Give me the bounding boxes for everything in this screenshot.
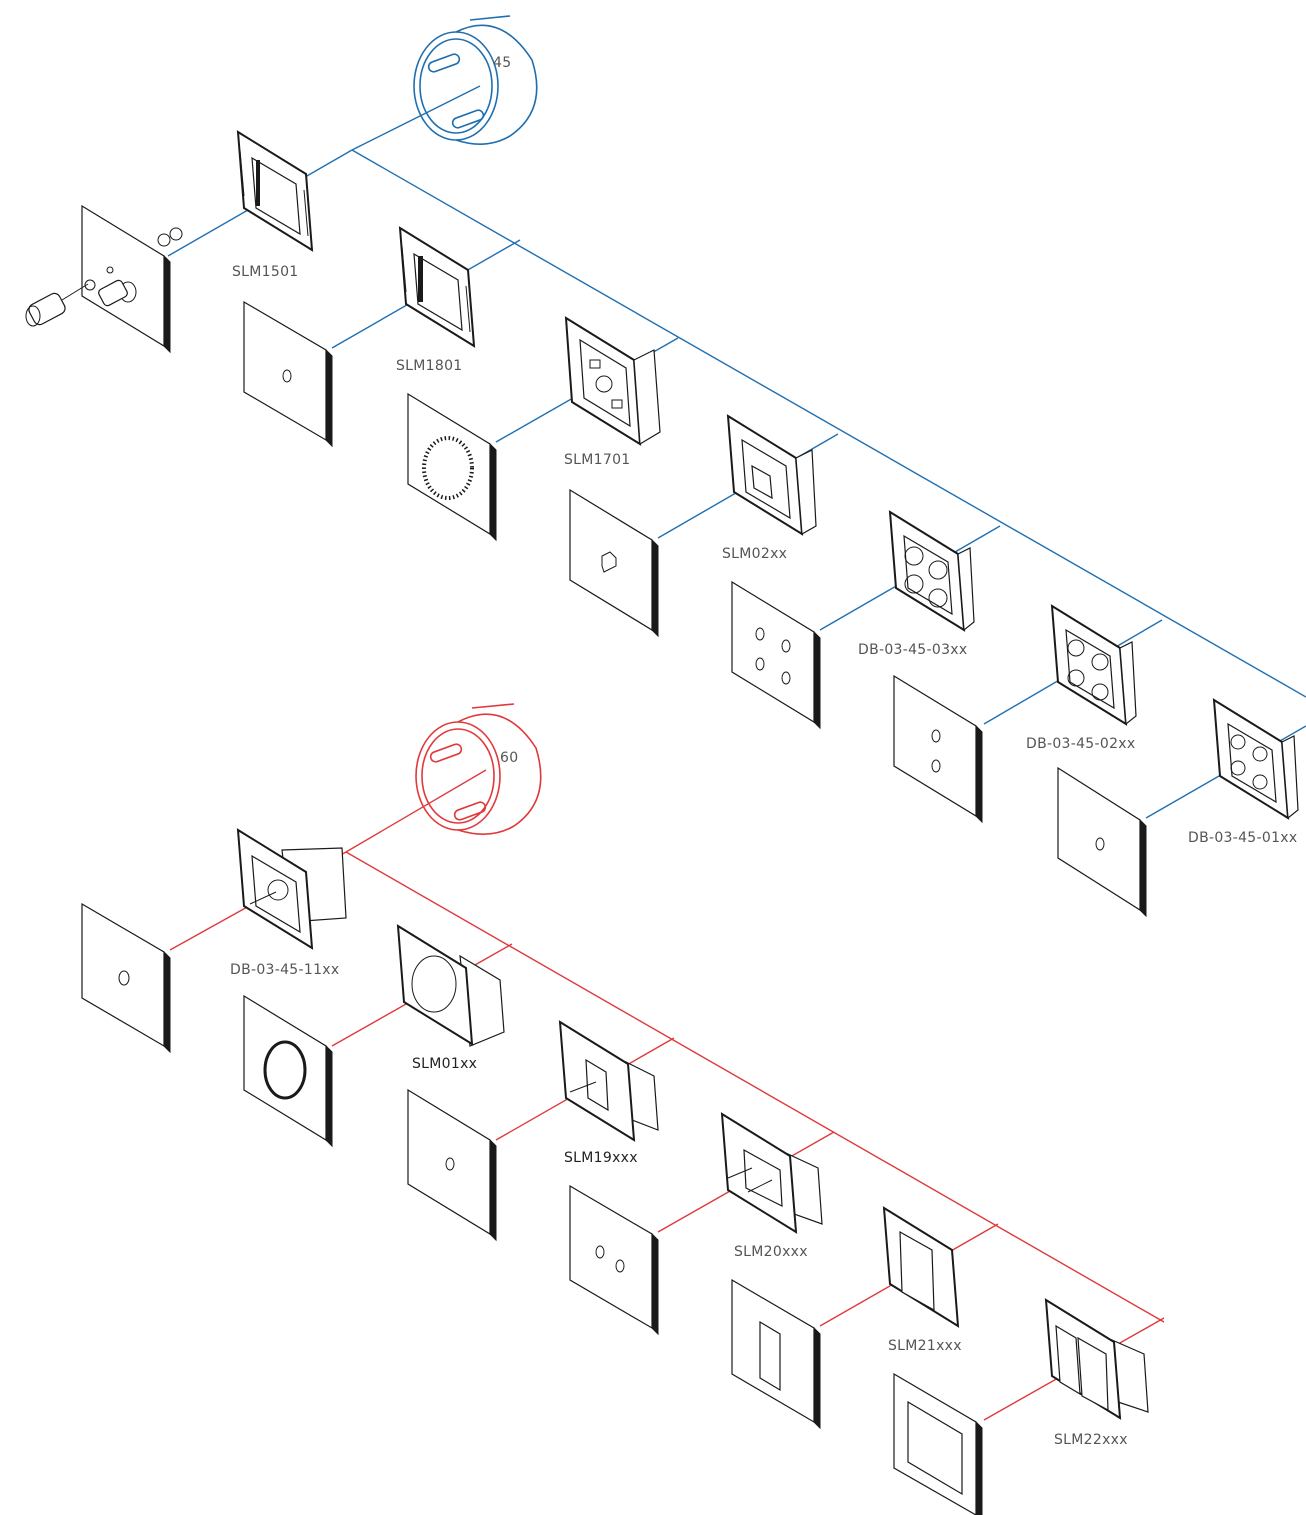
label-db034511: DB-03-45-11xx [230,962,339,978]
four-holes-icon [755,627,791,685]
label-slm1501: SLM1501 [232,264,299,280]
label-slm19xxx: SLM19xxx [564,1150,638,1166]
label-slm1801: SLM1801 [396,358,463,374]
cover-plate-two-holes-2 [569,1184,659,1336]
label-slm1701: SLM1701 [564,452,631,468]
cover-plate-rectangular-cutout [731,1278,821,1430]
square-cutout-icon [907,1400,963,1496]
cover-plate-speaker [25,204,183,354]
blue-trunk-line [351,149,1306,698]
cover-plate-two-holes [893,674,983,824]
cover-plate-square-cutout [893,1372,983,1515]
single-hole-icon [445,1157,455,1171]
blue-box-line [351,85,481,151]
two-holes-icon [595,1245,625,1273]
red-trunk-line [345,851,1165,1323]
installation-box-60 [415,703,542,835]
cover-plate-single-hole [243,300,333,448]
cover-plate-single-hole-3 [81,902,171,1054]
row-45-plates [25,204,1147,918]
single-hole-icon [118,970,130,986]
label-slm22xxx: SLM22xxx [1054,1432,1128,1448]
row-45-mechanisms [236,130,1299,820]
mechanism-module-slm01xx [396,924,505,1047]
mechanism-module-db034503 [888,510,975,632]
mechanism-module-slm20xxx [720,1112,823,1234]
row-60-labels: DB-03-45-11xx SLM01xx SLM19xxx SLM20xxx … [230,962,1128,1448]
cover-plate-network-jack [569,488,659,638]
red-box-line [345,769,487,853]
label-db034501: DB-03-45-01xx [1188,830,1297,846]
cover-plate-four-holes [731,580,821,730]
cover-plate-dotted-ring [407,392,497,542]
speaker-terminals-icon [25,227,183,327]
mechanism-frame-slm1801 [398,226,476,348]
cover-plate-single-hole-4 [407,1088,497,1242]
mechanism-module-db034502 [1050,604,1137,726]
dotted-ring-icon [422,436,474,500]
row-60-mechanisms [236,828,1149,1420]
mechanism-frame-slm1501 [236,130,314,252]
label-slm20xxx: SLM20xxx [734,1244,808,1260]
mechanism-module-db034511 [236,828,347,950]
label-db034502: DB-03-45-02xx [1026,736,1135,752]
box-60-label: 60 [500,750,518,766]
round-socket-icon [263,1040,307,1100]
box-45-label: 45 [493,55,511,71]
label-db034503: DB-03-45-03xx [858,642,967,658]
label-slm21xxx: SLM21xxx [888,1338,962,1354]
cover-plate-single-hole-2 [1057,766,1147,918]
two-holes-icon [931,729,941,773]
row-45-labels: SLM1501 SLM1801 SLM1701 SLM02xx DB-03-45… [232,264,1297,846]
mechanism-module-slm22xxx [1044,1298,1149,1420]
mechanism-module-slm1701 [564,316,661,446]
mechanism-module-slm21xxx [882,1206,960,1328]
network-jack-icon [601,551,617,573]
mechanism-module-db034501 [1212,698,1299,820]
installation-box-45 [413,15,538,145]
cover-plate-round-socket [243,994,333,1148]
row-60-plates [81,902,983,1515]
single-hole-icon [1095,837,1105,851]
single-hole-icon [282,369,292,383]
mechanism-module-slm02xx [726,414,817,536]
rectangular-cutout-icon [759,1320,781,1392]
label-slm01xx: SLM01xx [412,1056,477,1072]
label-slm02xx: SLM02xx [722,546,787,562]
mechanism-module-slm19xxx [558,1020,659,1142]
